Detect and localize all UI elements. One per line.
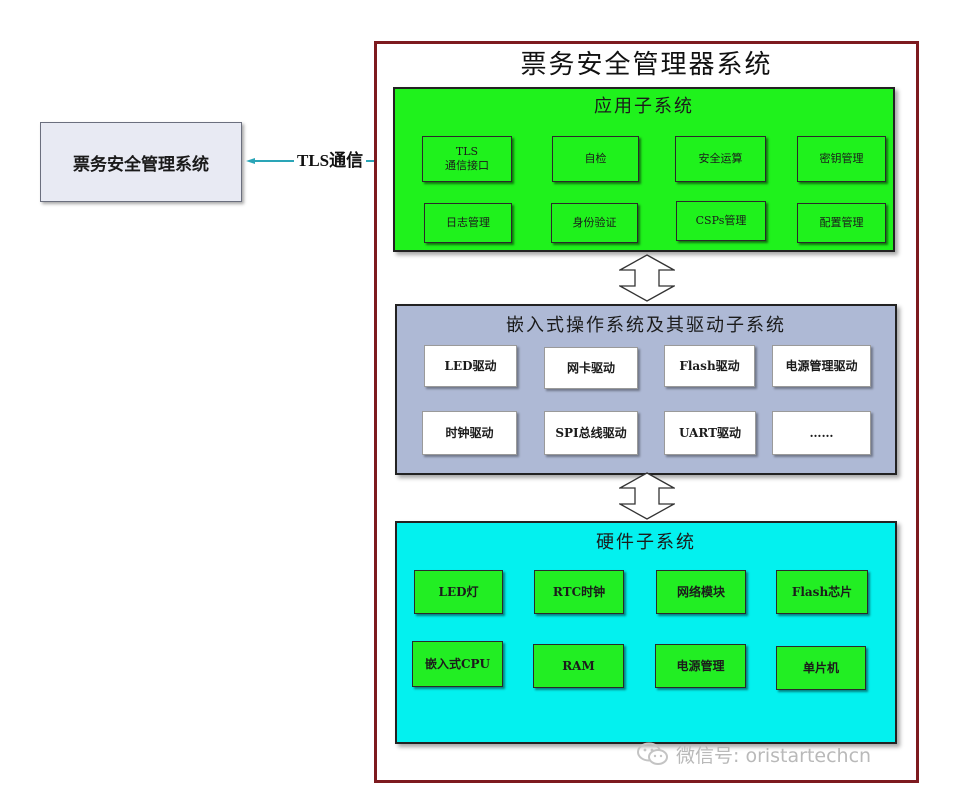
application-subsystem-title: 应用子系统 [594,96,694,117]
hardware-subsystem-panel: 硬件子系统 [395,521,897,744]
module-label-line1: TLS [455,145,479,158]
module-key-management: 密钥管理 [797,136,886,182]
module-label: 网络模块 [676,585,725,599]
module-label: 时钟驱动 [445,426,494,440]
module-authentication: 身份验证 [551,203,638,243]
module-label: LED驱动 [444,359,497,373]
module-label: UART驱动 [678,426,742,440]
module-label: …… [809,426,834,440]
hw-embedded-cpu: 嵌入式CPU [412,641,503,687]
module-log-management: 日志管理 [424,203,512,243]
module-label: 嵌入式CPU [424,657,491,671]
module-label: 配置管理 [819,216,864,229]
module-label-line2: 通信接口 [445,159,489,172]
module-tls-interface: TLS 通信接口 [422,136,512,182]
module-label: 日志管理 [446,216,490,229]
module-csps-management: CSPs管理 [676,201,766,241]
driver-clock: 时钟驱动 [422,411,517,455]
hw-power-management: 电源管理 [655,644,746,688]
module-label: 网卡驱动 [566,361,615,375]
module-label: RAM [562,659,595,673]
module-label: 密钥管理 [819,152,864,165]
external-system-box: 票务安全管理系统 [40,122,242,202]
hardware-subsystem-title: 硬件子系统 [596,532,696,553]
module-label: 电源管理驱动 [785,359,858,373]
driver-power-management: 电源管理驱动 [772,345,871,387]
driver-spi-bus: SPI总线驱动 [544,411,638,455]
os-subsystem-title: 嵌入式操作系统及其驱动子系统 [506,315,786,336]
module-self-test: 自检 [552,136,639,182]
module-label: RTC时钟 [552,585,606,599]
module-label: CSPs管理 [695,214,747,227]
double-arrow-app-os [619,254,675,302]
module-label: LED灯 [438,585,479,599]
module-config-management: 配置管理 [797,203,886,243]
hw-led-light: LED灯 [414,570,503,614]
driver-led: LED驱动 [424,345,517,387]
module-label: SPI总线驱动 [555,426,627,440]
container-title: 票务安全管理器系统 [520,50,773,80]
module-label: 自检 [584,152,607,165]
hw-ram: RAM [533,644,624,688]
external-system-label: 票务安全管理系统 [73,154,209,175]
driver-uart: UART驱动 [664,411,756,455]
double-arrow-os-hw [619,472,675,520]
hw-network-module: 网络模块 [656,570,746,614]
module-label: 身份验证 [572,216,617,229]
wechat-watermark: 微信号: oristartechcn [636,742,872,767]
driver-more: …… [772,411,871,455]
module-label: 单片机 [802,661,839,675]
tls-link-label: TLS通信 [294,146,367,171]
hw-rtc-clock: RTC时钟 [534,570,624,614]
hw-mcu: 单片机 [776,646,866,690]
module-label: 电源管理 [676,659,725,673]
driver-nic: 网卡驱动 [544,347,638,389]
watermark-text: 微信号: oristartechcn [676,744,872,767]
module-label: Flash驱动 [679,359,740,373]
wechat-icon [637,742,668,765]
module-label: 安全运算 [698,152,743,165]
driver-flash: Flash驱动 [664,345,755,387]
hw-flash-chip: Flash芯片 [776,570,868,614]
module-security-computation: 安全运算 [675,136,766,182]
module-label: Flash芯片 [791,585,853,599]
